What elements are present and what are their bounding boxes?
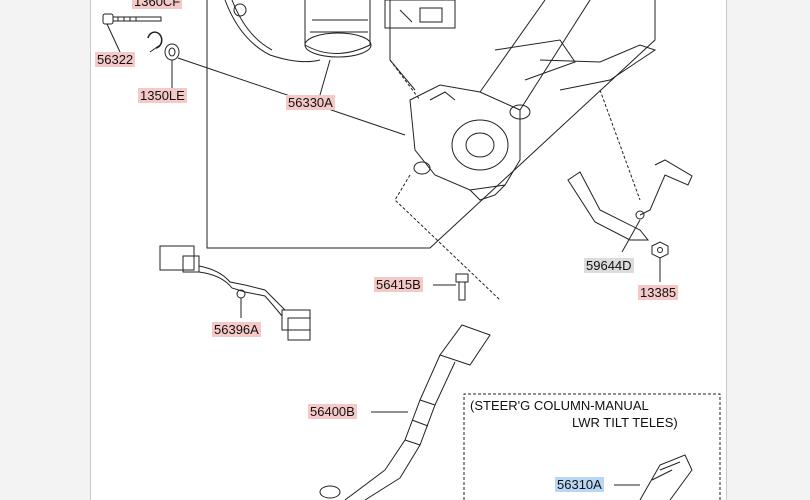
part-label-56330a[interactable]: 56330A [286,95,335,110]
variant-note-line2: LWR TILT TELES) [572,415,678,430]
intermediate-shaft-icon [319,324,491,500]
part-label-56400b[interactable]: 56400B [308,404,357,419]
alt-column-shaft-icon [639,454,693,500]
washer-icon [164,43,180,61]
joint-bolt-icon [455,273,469,301]
part-label-56396a[interactable]: 56396A [212,322,261,337]
right-margin [726,0,810,500]
part-label-59644d[interactable]: 59644D [584,258,634,273]
left-margin [0,0,91,500]
part-label-1350le[interactable]: 1350LE [138,88,187,103]
upper-bracket-icon [384,0,456,29]
part-label-56310a[interactable]: 56310A [555,477,604,492]
wiring-harness-icon [159,245,311,341]
variant-note-line1: (STEER'G COLUMN-MANUAL [470,398,649,413]
motor-icon [224,0,372,63]
part-label-13385[interactable]: 13385 [638,285,679,300]
part-label-56322[interactable]: 56322 [95,52,136,67]
mounting-bracket-icon [567,159,693,241]
part-label-1360cf[interactable]: 1360CF [132,0,183,9]
gear-housing-icon [409,84,521,201]
column-tube-icon [479,0,657,120]
assembly-outline [206,0,656,249]
nut-icon [651,241,669,259]
clip-icon [147,31,163,49]
variant-box [463,393,721,500]
part-label-56415b[interactable]: 56415B [374,277,423,292]
bolt-icon [102,13,162,25]
